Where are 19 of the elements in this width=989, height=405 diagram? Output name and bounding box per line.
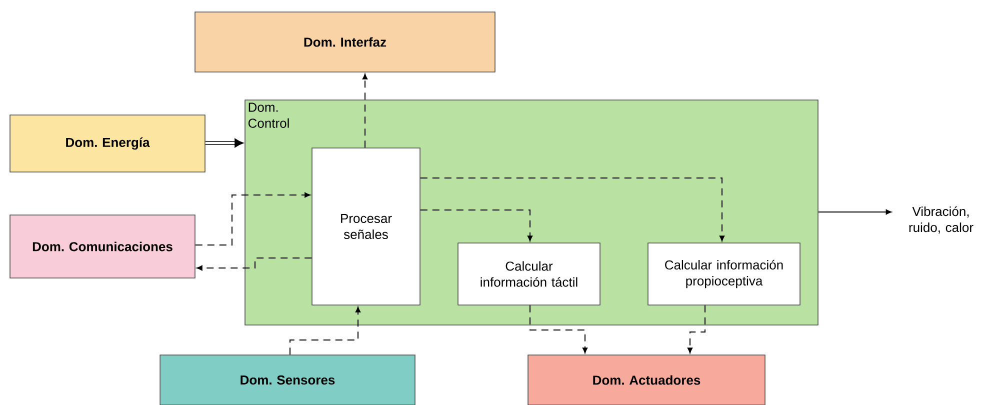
domain-box: Dom. Comunicaciones [10, 214, 196, 278]
arrow [362, 74, 368, 148]
arrow [290, 306, 361, 356]
arrow [196, 258, 312, 271]
domain-box: Dom. Actuadores [528, 354, 766, 405]
arrow [687, 304, 706, 354]
arrow [530, 304, 588, 354]
arrow [420, 210, 533, 242]
process-box: Calcular información propioceptiva [648, 242, 800, 306]
output-text: Vibración, ruido, calor [909, 206, 974, 234]
process-box: Procesar señales [312, 148, 420, 306]
domain-box: Dom. Sensores [160, 354, 416, 405]
arrow [205, 138, 244, 148]
process-box: Calcular información táctil [458, 242, 600, 306]
arrow [194, 192, 310, 246]
domain-box: Dom. Energía [10, 114, 206, 172]
arrow [818, 209, 892, 215]
domain-box: Dom. Interfaz [194, 12, 496, 72]
arrow [420, 178, 725, 242]
